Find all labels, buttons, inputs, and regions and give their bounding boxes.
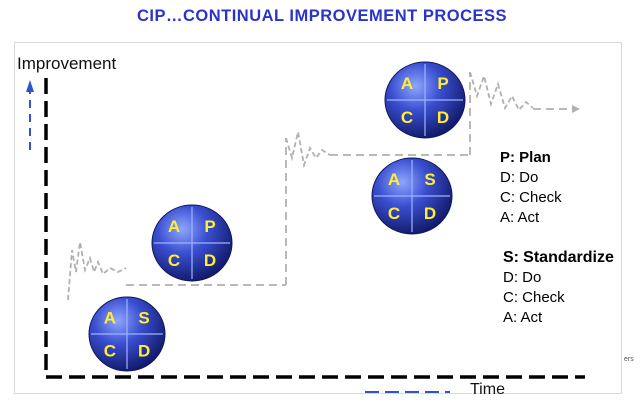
legend-pdca-header: Plan bbox=[519, 149, 551, 166]
improvement-staircase bbox=[67, 71, 580, 301]
globe-letter: D bbox=[138, 342, 150, 361]
legend-pdca: P: Plan D: Do C: Check A: Act bbox=[500, 148, 562, 228]
clipped-text: ers bbox=[624, 356, 634, 363]
globe-letter: P bbox=[437, 74, 448, 93]
x-axis-label: Time bbox=[470, 381, 505, 398]
legend-sdca-key: S: bbox=[503, 249, 519, 266]
page-title: CIP…CONTINUAL IMPROVEMENT PROCESS bbox=[136, 7, 508, 25]
globe-letter: A bbox=[104, 308, 116, 327]
globe-letter: D bbox=[204, 251, 216, 270]
legend-sdca-item: D: Do bbox=[503, 269, 542, 286]
legend-sdca: S: Standardize D: Do C: Check A: Act bbox=[503, 248, 614, 328]
globe-letter: S bbox=[138, 308, 149, 327]
globe-letter: C bbox=[388, 204, 400, 223]
legend-sdca-item: C: Check bbox=[503, 289, 565, 306]
legend-pdca-item: D: Do bbox=[500, 169, 539, 186]
globe-apcd-lower: A P C D bbox=[151, 204, 233, 282]
globe-letter: D bbox=[424, 204, 436, 223]
legend-pdca-key: P: bbox=[500, 149, 515, 166]
legend-pdca-item: C: Check bbox=[500, 189, 562, 206]
globe-apcd-top: A P C D bbox=[384, 61, 466, 139]
globe-ascd-middle: A S C D bbox=[371, 157, 453, 235]
globe-letter: P bbox=[204, 217, 215, 236]
globe-letter: A bbox=[388, 170, 400, 189]
globe-letter: D bbox=[437, 108, 449, 127]
legend-sdca-header: Standardize bbox=[523, 249, 614, 266]
globe-letter: C bbox=[401, 108, 413, 127]
legend-pdca-item: A: Act bbox=[500, 209, 540, 226]
globe-letter: S bbox=[424, 170, 435, 189]
legend-sdca-item: A: Act bbox=[503, 309, 543, 326]
globe-letter: A bbox=[401, 74, 413, 93]
diagram-frame bbox=[14, 42, 622, 394]
globe-letter: A bbox=[168, 217, 180, 236]
globe-letter: C bbox=[168, 251, 180, 270]
improvement-arrow bbox=[26, 80, 34, 150]
globe-asdc-bottom: A S C D bbox=[88, 296, 166, 372]
globe-letter: C bbox=[104, 342, 116, 361]
y-axis-label: Improvement bbox=[17, 54, 117, 73]
